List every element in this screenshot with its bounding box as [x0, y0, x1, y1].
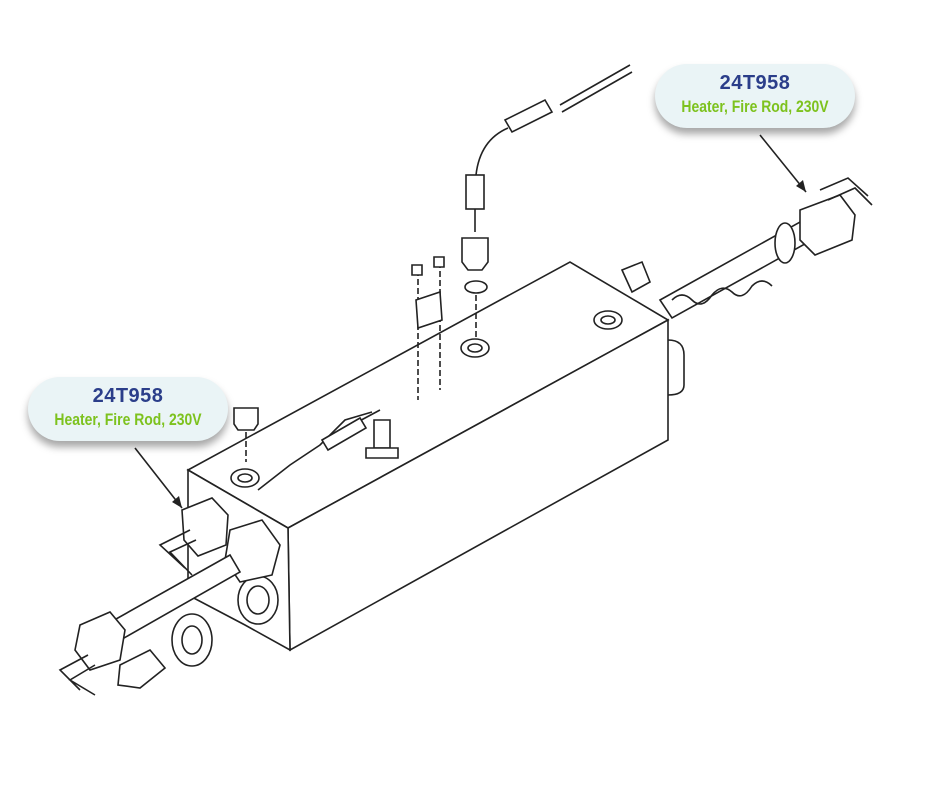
heater-block [186, 260, 685, 652]
part-number: 24T958 [92, 385, 164, 407]
fire-rod-right [658, 177, 873, 320]
part-number: 24T958 [719, 72, 791, 94]
fire-rod-left [58, 497, 242, 696]
thermostat-assembly [233, 64, 633, 491]
part-description: Heater, Fire Rod, 230V [54, 410, 202, 429]
leader-arrows [134, 134, 807, 509]
callout-right-heater: 24T958 Heater, Fire Rod, 230V [655, 64, 855, 128]
part-description: Heater, Fire Rod, 230V [681, 97, 829, 116]
callout-left-heater: 24T958 Heater, Fire Rod, 230V [28, 377, 228, 441]
